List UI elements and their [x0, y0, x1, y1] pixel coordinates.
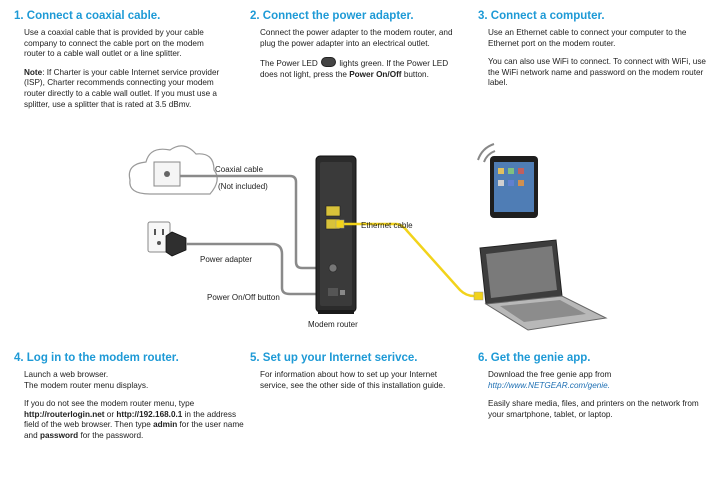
power-cable: [186, 242, 334, 296]
modem-router-label: Modem router: [308, 320, 358, 329]
step-3-text: Use an Ethernet cable to connect your co…: [488, 28, 687, 48]
step-4-line-1: Launch a web browser.: [24, 370, 109, 379]
url-ip: http://192.168.0.1: [116, 409, 183, 419]
coax-label: Coaxial cable: [215, 165, 264, 174]
login-text-pre: If you do not see the modem router menu,…: [24, 399, 195, 409]
ethernet-label: Ethernet cable: [361, 221, 413, 230]
step-1-title: 1. Connect a coaxial cable.: [14, 10, 161, 22]
login-or: or: [106, 409, 115, 419]
power-adapter-label: Power adapter: [200, 255, 252, 264]
step-1-text: Use a coaxial cable that is provided by …: [24, 28, 204, 59]
note-text: : If Charter is your cable Internet serv…: [24, 67, 220, 109]
step-4-text: Launch a web browser.The modem router me…: [24, 370, 244, 391]
step-3-title: 3. Connect a computer.: [478, 10, 605, 22]
password: password: [39, 430, 79, 440]
login-text-mid: in the address field of the web browser.…: [24, 409, 237, 430]
step-3-wifi-text: You can also use WiFi to connect. To con…: [488, 57, 706, 88]
step-5: 5. Set up your Internet serivce. For inf…: [250, 352, 465, 399]
ethernet-cable: [340, 222, 482, 298]
note-label: Note: [24, 67, 43, 77]
led-pre: The Power LED: [260, 59, 318, 69]
step-6: 6. Get the genie app. Download the free …: [478, 352, 713, 428]
step-6-download: Download the free genie app from: [488, 370, 612, 379]
ethernet-plug-router: [335, 219, 345, 229]
tablet-icon: [490, 156, 538, 218]
step-4: 4. Log in to the modem router. Launch a …: [14, 352, 244, 450]
genie-link[interactable]: http://www.NETGEAR.com/genie.: [488, 380, 610, 390]
url-routerlogin: http://routerlogin.net: [24, 409, 105, 419]
username: admin: [153, 420, 178, 430]
power-led-icon: [321, 57, 337, 68]
step-2-title: 2. Connect the power adapter.: [250, 10, 414, 22]
step-1-note: Note: If Charter is your cable Internet …: [24, 68, 224, 110]
step-4-title: 4. Log in to the modem router.: [14, 352, 179, 364]
wifi-icon: [477, 143, 496, 163]
step-5-text: For information about how to set up your…: [260, 370, 446, 390]
laptop-icon: [479, 239, 608, 331]
led-end: button.: [403, 69, 429, 79]
step-5-title: 5. Set up your Internet serivce.: [250, 352, 418, 364]
step-6-share-text: Easily share media, files, and printers …: [488, 399, 699, 419]
step-6-title: 6. Get the genie app.: [478, 352, 591, 364]
step-4-line-2: The modem router menu displays.: [24, 380, 149, 390]
cloud-outlet-icon: [128, 145, 218, 195]
step-2-text: Connect the power adapter to the modem r…: [260, 28, 453, 48]
login-text-end: for the password.: [80, 430, 144, 440]
power-adapter-icon: [165, 231, 187, 257]
step-3: 3. Connect a computer. Use an Ethernet c…: [478, 10, 708, 97]
step-4-login-text: If you do not see the modem router menu,…: [24, 399, 244, 441]
coax-sublabel: (Not included): [218, 182, 268, 191]
step-1: 1. Connect a coaxial cable. Use a coaxia…: [14, 10, 224, 118]
power-button-name: Power On/Off: [349, 69, 402, 79]
coaxial-cable: [180, 174, 334, 270]
step-2-led-text: The Power LED lights green. If the Power…: [260, 57, 465, 80]
ethernet-plug-laptop: [473, 291, 484, 301]
login-text-mid2: for the user name and: [24, 420, 244, 440]
modem-router-icon: [315, 155, 357, 314]
onoff-label: Power On/Off button: [207, 293, 280, 302]
led-post: lights green. If the Power LED does not …: [260, 59, 449, 79]
step-2: 2. Connect the power adapter. Connect th…: [250, 10, 465, 88]
